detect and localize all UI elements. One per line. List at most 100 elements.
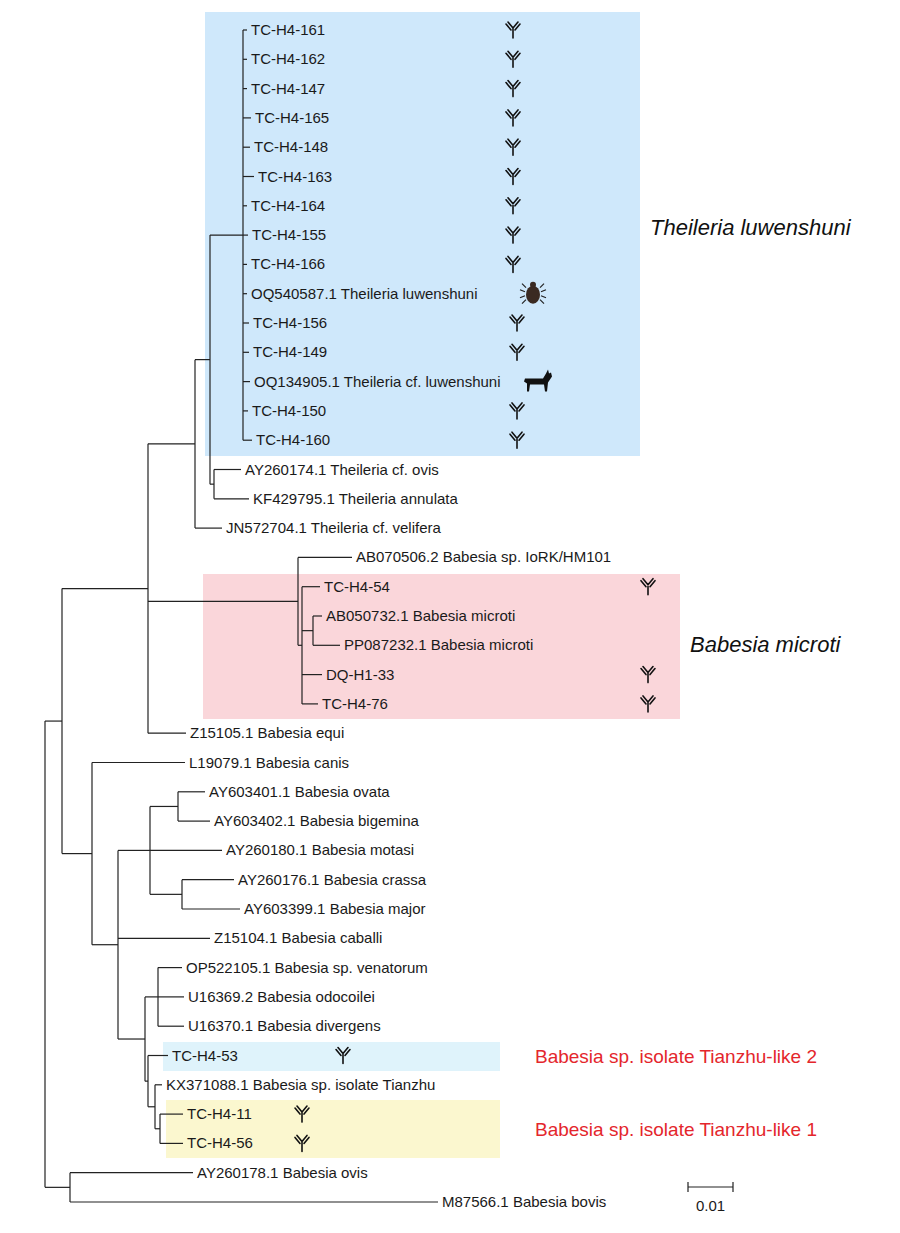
leaf-label: TC-H4-54 — [324, 578, 390, 596]
branch — [313, 645, 340, 646]
branch — [243, 235, 248, 236]
leaf-label: DQ-H1-33 — [326, 666, 394, 684]
branch — [62, 853, 92, 854]
leaf-label: JN572704.1 Theileria cf. velifera — [226, 519, 441, 537]
branch — [302, 586, 320, 587]
leaf-label: TC-H4-165 — [255, 109, 329, 127]
branch — [214, 498, 249, 499]
clade-label: Theileria luwenshuni — [650, 215, 851, 241]
branch — [243, 117, 251, 118]
branch — [158, 967, 182, 968]
leaf-label: L19079.1 Babesia canis — [189, 754, 349, 772]
branch — [243, 410, 248, 411]
leaf-label: KF429795.1 Theileria annulata — [253, 490, 458, 508]
branch — [243, 147, 250, 148]
clade-label: Babesia sp. isolate Tianzhu-like 1 — [535, 1117, 817, 1143]
branch — [118, 1038, 145, 1039]
leaf-label: TC-H4-56 — [187, 1134, 253, 1152]
branch — [243, 381, 250, 382]
leaf-label: TC-H4-76 — [322, 695, 388, 713]
leaf-label: OP522105.1 Babesia sp. venatorum — [186, 959, 428, 977]
branch — [243, 264, 247, 265]
branch — [45, 1187, 70, 1188]
branch — [155, 1128, 160, 1129]
leaf-label: AY260176.1 Babesia crassa — [238, 871, 426, 889]
leaf-label: TC-H4-162 — [251, 50, 325, 68]
branch — [148, 733, 186, 734]
branch — [243, 440, 252, 441]
branch — [243, 352, 249, 353]
leaf-label: TC-H4-11 — [187, 1105, 252, 1123]
branch — [298, 557, 352, 558]
branch — [92, 762, 185, 763]
leaf-label: Z15104.1 Babesia caballi — [214, 929, 382, 947]
branch — [243, 205, 247, 206]
leaf-label: Z15105.1 Babesia equi — [190, 724, 344, 742]
branch — [160, 1143, 183, 1144]
leaf-label: TC-H4-160 — [256, 431, 330, 449]
leaf-label: TC-H4-53 — [172, 1047, 238, 1065]
branch — [214, 469, 241, 470]
branch — [158, 1026, 184, 1027]
leaf-label: TC-H4-149 — [253, 343, 327, 361]
leaf-label: PP087232.1 Babesia microti — [344, 636, 533, 654]
branch — [302, 703, 318, 704]
scale-bar — [688, 1182, 733, 1192]
branch — [178, 820, 210, 821]
clade-label: Babesia microti — [690, 632, 840, 658]
leaf-label: TC-H4-148 — [254, 138, 328, 156]
branch — [182, 879, 234, 880]
leaf-label: TC-H4-156 — [253, 314, 327, 332]
branch — [182, 908, 240, 909]
branch — [45, 720, 62, 721]
branch — [243, 59, 247, 60]
leaf-label: AY260178.1 Babesia ovis — [197, 1164, 368, 1182]
leaf-label: OQ540587.1 Theileria luwenshuni — [251, 285, 478, 303]
leaf-label: TC-H4-147 — [251, 80, 325, 98]
branch — [148, 1055, 168, 1056]
leaf-label: U16369.2 Babesia odocoilei — [188, 988, 375, 1006]
clade-label: Babesia sp. isolate Tianzhu-like 2 — [535, 1044, 817, 1070]
branch — [148, 443, 195, 444]
branch — [148, 601, 298, 602]
branch — [118, 850, 150, 851]
branch — [70, 1172, 193, 1173]
leaf-label: KX371088.1 Babesia sp. isolate Tianzhu — [166, 1076, 435, 1094]
leaf-label: TC-H4-163 — [258, 168, 332, 186]
leaf-label: AB070506.2 Babesia sp. IoRK/HM101 — [356, 548, 611, 566]
branch — [160, 1113, 183, 1114]
branch — [302, 674, 322, 675]
branch — [158, 996, 184, 997]
branch — [44, 721, 45, 1187]
scale-line — [688, 1182, 733, 1192]
branch — [178, 791, 205, 792]
leaf-label: AB050732.1 Babesia microti — [326, 607, 515, 625]
branch — [118, 938, 210, 939]
branch — [313, 615, 322, 616]
leaf-label: AY603402.1 Babesia bigemina — [214, 812, 419, 830]
leaf-label: M87566.1 Babesia bovis — [442, 1193, 606, 1211]
branch — [155, 1084, 162, 1085]
branch — [195, 359, 210, 360]
branch — [243, 176, 254, 177]
leaf-label: TC-H4-164 — [251, 197, 325, 215]
branch — [148, 1106, 155, 1107]
leaf-label: AY260174.1 Theileria cf. ovis — [245, 461, 439, 479]
branch — [92, 944, 118, 945]
branch — [210, 484, 214, 485]
leaf-label: U16370.1 Babesia divergens — [188, 1017, 381, 1035]
leaf-label: AY260180.1 Babesia motasi — [226, 841, 414, 859]
branch — [243, 322, 249, 323]
branch — [70, 1201, 438, 1202]
leaf-label: AY603399.1 Babesia major — [244, 900, 426, 918]
branch — [243, 88, 247, 89]
branch — [150, 850, 222, 851]
branch — [243, 293, 247, 294]
leaf-label: OQ134905.1 Theileria cf. luwenshuni — [254, 373, 501, 391]
branch — [243, 29, 247, 30]
branch — [302, 630, 313, 631]
leaf-label: TC-H4-161 — [251, 21, 325, 39]
branch — [210, 235, 243, 236]
leaf-label: AY603401.1 Babesia ovata — [209, 783, 390, 801]
